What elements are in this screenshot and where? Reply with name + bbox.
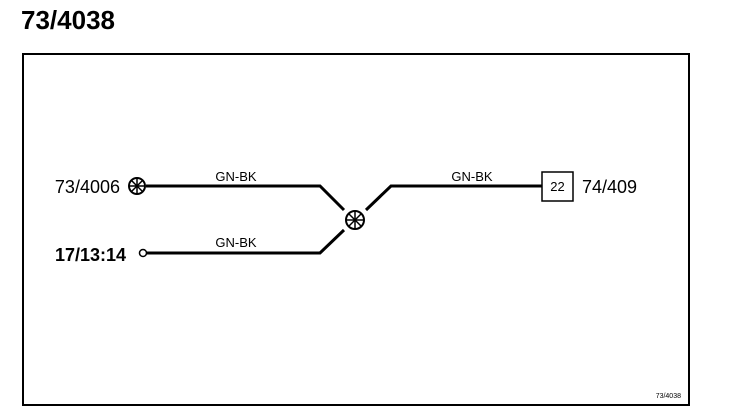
connector-pin-number: 22 bbox=[550, 179, 564, 194]
connector-pin-box bbox=[541, 171, 574, 202]
connector-label-bottom-left: 17/13:14 bbox=[55, 245, 126, 265]
wire-label-upper-right: GN-BK bbox=[451, 169, 493, 184]
connector-label-right: 74/409 bbox=[582, 177, 637, 197]
wire-upper-left bbox=[146, 184, 346, 212]
wire-label-lower-left: GN-BK bbox=[215, 235, 257, 250]
wire-upper-right bbox=[364, 184, 542, 212]
diagram-reference-label: 73/4038 bbox=[656, 393, 681, 400]
connector-label-top-left: 73/4006 bbox=[55, 177, 120, 197]
wire-label-upper-left: GN-BK bbox=[215, 169, 257, 184]
wire-lower-left bbox=[146, 228, 346, 255]
ground-splice-icon bbox=[128, 177, 146, 195]
splice-icon bbox=[345, 210, 365, 230]
diagram-frame bbox=[22, 53, 690, 406]
page-title: 73/4038 bbox=[21, 5, 115, 35]
terminal-icon bbox=[138, 248, 148, 258]
